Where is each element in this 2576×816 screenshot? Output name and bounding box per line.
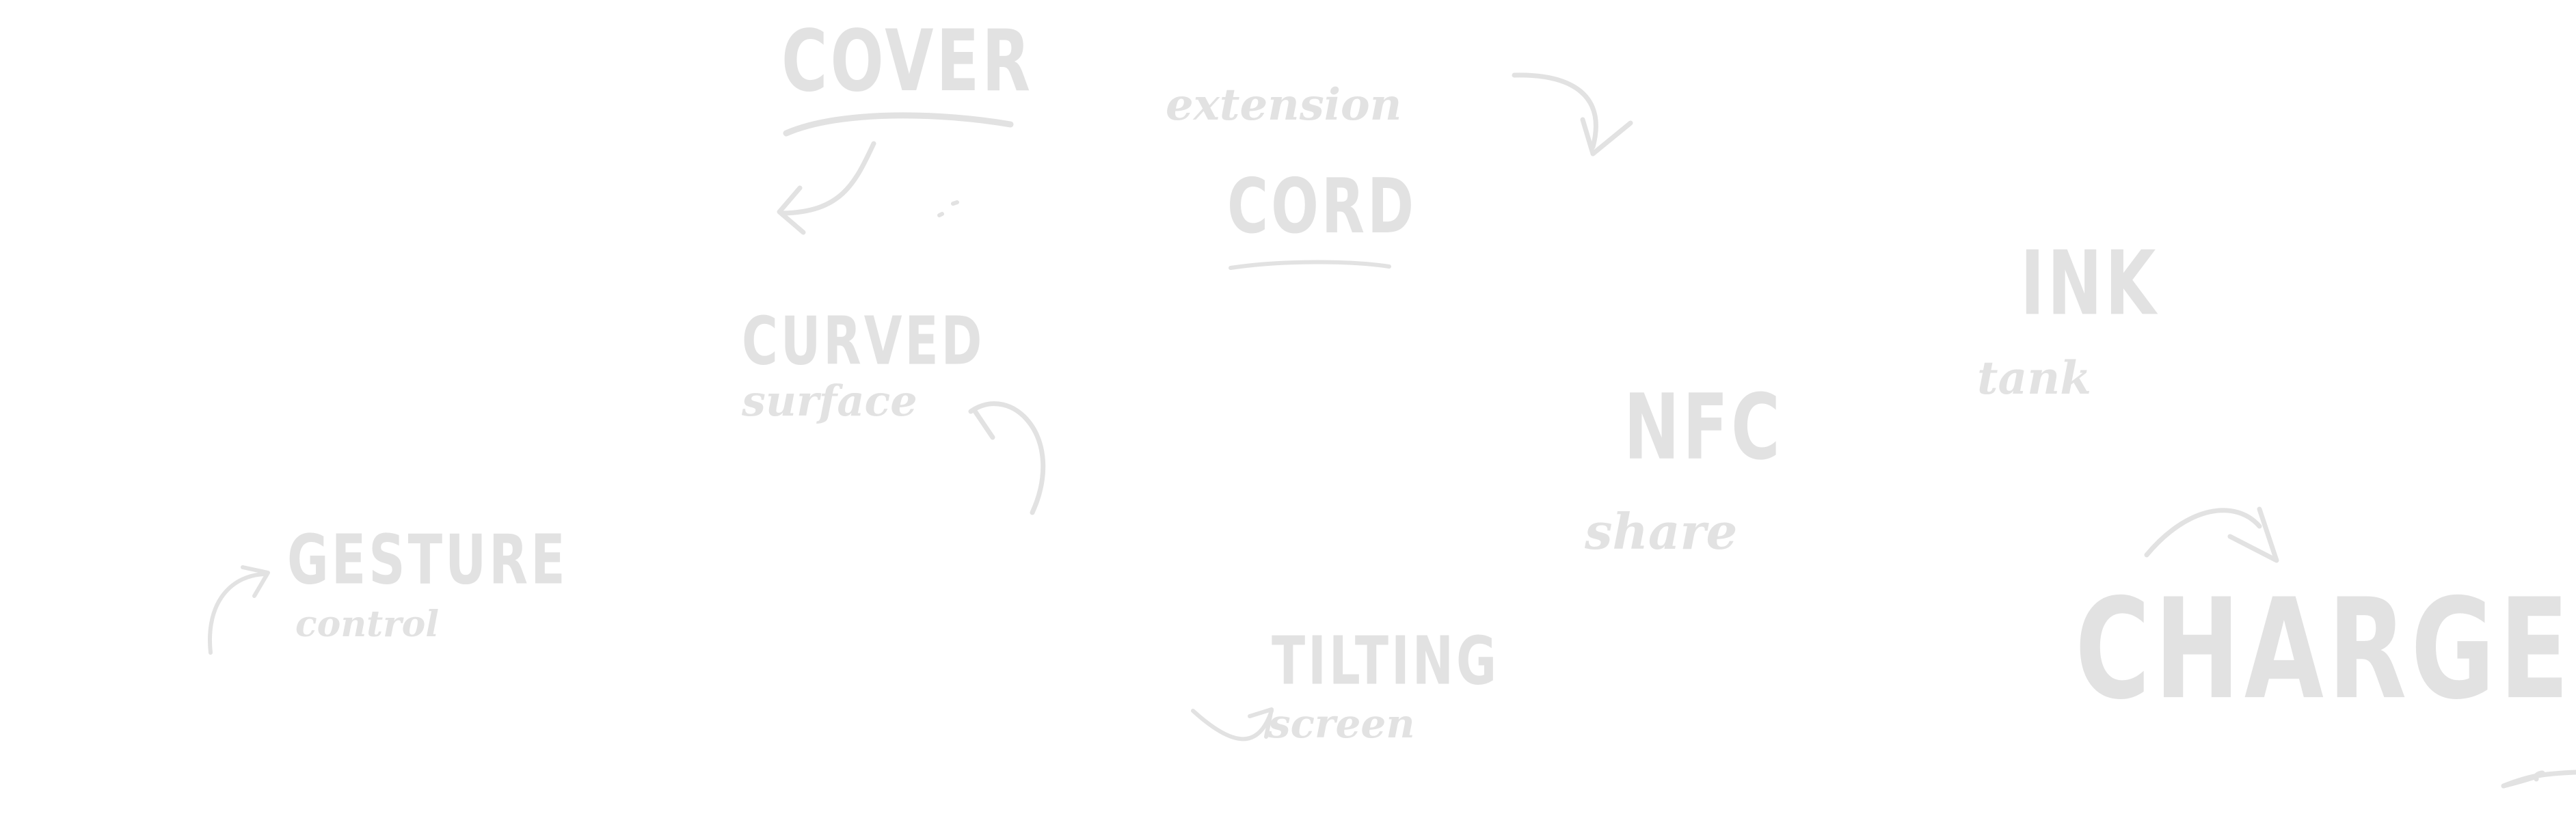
label-cord: CORD xyxy=(1227,163,1417,251)
dot-icon xyxy=(951,200,959,206)
label-tilting: TILTING xyxy=(1272,621,1500,700)
charge-arrow-icon xyxy=(2144,508,2262,558)
cover-arrow-icon xyxy=(780,141,876,216)
extension-arrowhead-icon xyxy=(1580,117,1633,157)
label-curved: CURVED xyxy=(742,301,985,380)
curved-surface-arrowhead-icon xyxy=(971,407,995,440)
cover-underline xyxy=(783,112,1014,137)
dot-icon xyxy=(937,212,944,217)
cover-arrowhead-icon xyxy=(777,185,806,235)
label-gesture: GESTURE xyxy=(287,520,568,600)
charge-underline xyxy=(2501,770,2545,789)
label-ink: INK xyxy=(2020,232,2159,336)
label-tank: tank xyxy=(1977,351,2091,405)
label-screen: screen xyxy=(1268,701,1415,747)
charge-arrowhead-icon xyxy=(2227,506,2279,563)
gesture-arrow-icon xyxy=(208,572,269,655)
label-extension: extension xyxy=(1166,79,1402,131)
charge-underline-main xyxy=(2501,770,2576,789)
label-share: share xyxy=(1585,502,1738,560)
label-cover: COVER xyxy=(781,12,1034,111)
cord-underline xyxy=(1229,260,1391,270)
label-charge: CHARGE xyxy=(2075,569,2573,731)
curved-surface-arrow-icon xyxy=(968,401,1046,515)
extension-arrow-icon xyxy=(1512,72,1598,150)
label-control: control xyxy=(295,603,440,645)
tilting-arrow-icon xyxy=(1191,709,1274,742)
label-nfc: NFC xyxy=(1624,375,1783,481)
gesture-arrowhead-icon xyxy=(241,565,270,598)
label-surface: surface xyxy=(742,376,917,426)
